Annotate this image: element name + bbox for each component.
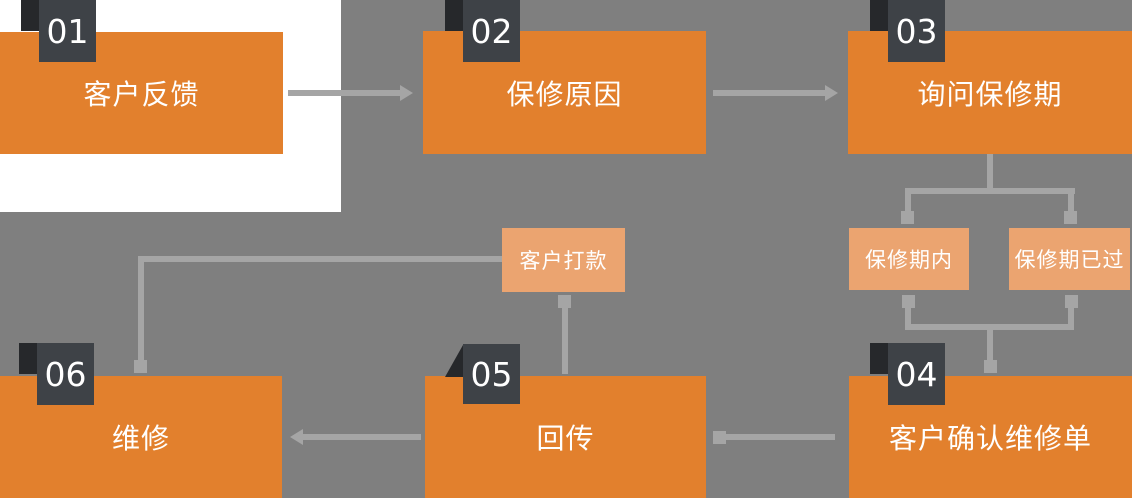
step-label: 客户确认维修单 <box>888 422 1092 455</box>
connector-payment-horizontal <box>141 256 502 262</box>
step-number-badge: 01 <box>39 0 96 62</box>
step-number-badge: 04 <box>888 343 945 405</box>
step-number-badge: 06 <box>37 343 94 405</box>
step-box-warranty-reason: 保修原因 <box>423 31 706 154</box>
square-cap <box>902 295 915 308</box>
connector-merge-left <box>905 308 911 325</box>
step-label: 客户反馈 <box>83 78 200 111</box>
connector-merge-right <box>1068 308 1074 325</box>
connector-step5-step6 <box>303 434 421 440</box>
connector-payment-step6 <box>138 256 144 361</box>
connector-branch-left-stub <box>905 194 911 212</box>
customer-payment-box: 客户打款 <box>502 228 625 292</box>
connector-step4-step5 <box>726 434 835 440</box>
arrow-left-icon <box>290 429 303 445</box>
step-number: 03 <box>895 11 938 51</box>
connector-payment-step5 <box>562 308 568 374</box>
branch-label: 保修期内 <box>865 248 953 272</box>
step-number-badge: 02 <box>463 0 520 62</box>
badge-fold <box>21 0 39 31</box>
step-label: 询问保修期 <box>917 77 1063 111</box>
step-label: 保修原因 <box>506 77 623 111</box>
square-cap <box>558 295 571 308</box>
payment-label: 客户打款 <box>519 249 608 273</box>
badge-fold <box>870 343 888 374</box>
connector-branch-right-stub <box>1068 194 1074 212</box>
square-cap <box>713 431 726 444</box>
branch-label: 保修期已过 <box>1014 248 1125 272</box>
badge-fold <box>445 0 463 31</box>
arrow-right-icon <box>400 85 413 101</box>
badge-fold <box>870 0 888 31</box>
step-number-badge: 03 <box>888 0 945 62</box>
step-number-badge: 05 <box>463 344 520 404</box>
square-cap <box>984 360 997 373</box>
connector-merge-step4 <box>987 330 993 361</box>
square-cap <box>901 211 914 224</box>
connector-merge-horizontal <box>905 324 1074 330</box>
step-label: 回传 <box>536 422 595 455</box>
branch-box-warranty-expired: 保修期已过 <box>1009 228 1130 290</box>
step-number: 02 <box>470 11 513 51</box>
badge-fold <box>19 343 37 374</box>
square-cap <box>134 360 147 373</box>
connector-step1-step2 <box>288 90 400 96</box>
step-number: 01 <box>46 11 89 51</box>
connector-branch-split <box>905 188 1075 194</box>
step-number: 06 <box>44 354 87 394</box>
square-cap <box>1064 211 1077 224</box>
badge-fold-triangle <box>445 345 463 377</box>
step-number: 04 <box>895 354 938 394</box>
arrow-right-icon <box>825 85 838 101</box>
connector-step3-branch <box>987 154 993 191</box>
step-label: 维修 <box>111 422 170 455</box>
step-number: 05 <box>470 354 513 394</box>
connector-step2-step3 <box>713 90 825 96</box>
square-cap <box>1065 295 1078 308</box>
branch-box-in-warranty: 保修期内 <box>849 228 969 290</box>
